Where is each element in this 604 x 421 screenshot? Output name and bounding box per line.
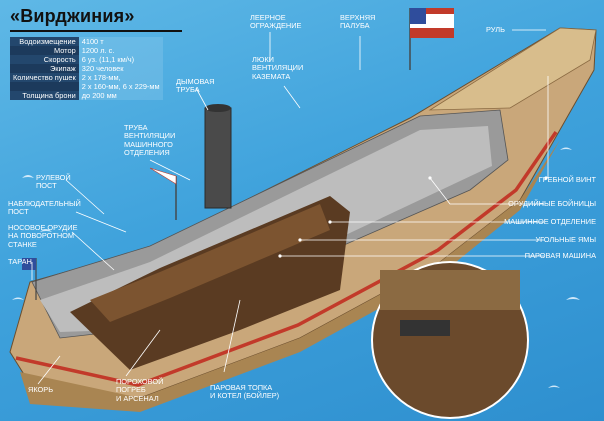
- label-casemate-hatches: ЛЮКИ ВЕНТИЛЯЦИИ КАЗЕМАТА: [252, 55, 304, 81]
- bow-flag: [22, 258, 36, 270]
- spec-label: Экипаж: [10, 64, 79, 73]
- confederate-flag: [410, 8, 454, 38]
- spec-value: 6 уз. (11,1 км/ч): [78, 55, 163, 64]
- spec-label: Мотор: [10, 46, 79, 55]
- label-steam-engine: ПАРОВАЯ МАШИНА: [524, 251, 596, 260]
- label-rudder: РУЛЬ: [486, 25, 505, 34]
- page-title: «Вирджиния»: [10, 6, 135, 26]
- spec-label: Толщина брони: [10, 91, 79, 100]
- spec-label: Количество пушек: [10, 73, 79, 82]
- label-ram: ТАРАН: [8, 257, 32, 266]
- label-observation-post: НАБЛЮДАТЕЛЬНЫЙ ПОСТ: [8, 199, 81, 217]
- spec-value: 320 человек: [78, 64, 163, 73]
- label-funnel: ДЫМОВАЯ ТРУБА: [176, 77, 215, 95]
- label-engine-vent: ТРУБА ВЕНТИЛЯЦИИ МАШИННОГО ОТДЕЛЕНИЯ: [124, 123, 176, 158]
- label-steering-post: РУЛЕВОЙ ПОСТ: [36, 173, 71, 191]
- waterline: [15, 131, 558, 387]
- label-engine-room: МАШИННОЕ ОТДЕЛЕНИЕ: [504, 217, 596, 226]
- spec-label: Водоизмещение: [10, 37, 79, 46]
- spec-row: 2 х 160-мм, 6 х 229-мм: [10, 82, 163, 91]
- label-gun-ports: ОРУДИЙНЫЕ БОЙНИЦЫ: [508, 199, 596, 208]
- upper-deck: [428, 27, 597, 111]
- hull-lower: [20, 140, 560, 412]
- spec-label: [10, 82, 79, 91]
- spec-label: Скорость: [10, 55, 79, 64]
- spec-value: 2 х 178-мм,: [78, 73, 163, 82]
- label-bow-gun: НОСОВОЕ ОРУДИЕ НА ПОВОРОТНОМ СТАНКЕ: [8, 223, 78, 249]
- spec-value: 4100 т: [78, 37, 163, 46]
- label-anchor: ЯКОРЬ: [28, 385, 54, 394]
- pennant: [149, 167, 177, 185]
- label-upper-deck: ВЕРХНЯЯ ПАЛУБА: [340, 13, 376, 31]
- label-railing: ЛЕЕРНОЕ ОГРАЖДЕНИЕ: [250, 13, 302, 31]
- spec-value: до 200 мм: [78, 91, 163, 100]
- title-rule: [10, 30, 182, 32]
- label-propeller: ГРЕБНОЙ ВИНТ: [538, 175, 596, 184]
- label-powder-magazine: ПОРОХОВОЙ ПОГРЕБ И АРСЕНАЛ: [116, 377, 164, 403]
- spec-value: 2 х 160-мм, 6 х 229-мм: [78, 82, 163, 91]
- spec-value: 1200 л. с.: [78, 46, 163, 55]
- label-coal-bunkers: УГОЛЬНЫЕ ЯМЫ: [535, 235, 596, 244]
- label-boiler: ПАРОВАЯ ТОПКА И КОТЕЛ (БОЙЛЕР): [210, 383, 280, 401]
